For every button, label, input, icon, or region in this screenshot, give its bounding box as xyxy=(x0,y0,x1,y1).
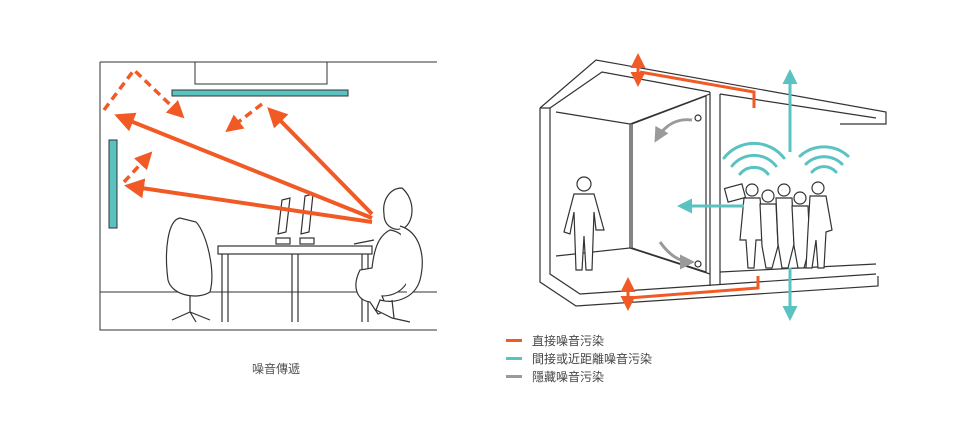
building-section xyxy=(539,59,887,307)
direct-noise-arrows-office xyxy=(114,107,374,224)
legend-label: 間接或近距離噪音污染 xyxy=(532,351,653,366)
empty-chair xyxy=(165,217,213,323)
legend-label: 直接噪音污染 xyxy=(532,333,605,348)
ceiling-soffit xyxy=(194,62,328,85)
door xyxy=(631,95,707,273)
diagram-caption: 噪音傳遞 xyxy=(251,362,300,376)
room-outline xyxy=(99,62,437,331)
legend-item-direct: 直接噪音污染 xyxy=(506,331,652,349)
wall-acoustic-panel xyxy=(108,139,118,229)
legend-swatch-direct xyxy=(506,338,522,342)
group-of-people xyxy=(723,181,833,269)
legend-swatch-indirect xyxy=(506,356,522,360)
indirect-noise-arrows xyxy=(677,69,798,321)
office-section xyxy=(99,61,437,331)
standing-person xyxy=(563,176,605,271)
computer-monitors xyxy=(275,193,315,245)
seated-person xyxy=(353,187,423,323)
hidden-noise-arrows xyxy=(654,118,695,270)
legend: 直接噪音污染 間接或近距離噪音污染 隱藏噪音污染 xyxy=(506,331,652,385)
ceiling-acoustic-panel xyxy=(171,89,349,97)
legend-label: 隱藏噪音污染 xyxy=(532,369,605,384)
direct-noise-arrows-building xyxy=(620,53,760,311)
desk xyxy=(217,245,373,322)
legend-swatch-hidden xyxy=(506,374,522,378)
reflected-noise-arrows-office xyxy=(102,67,264,184)
legend-item-hidden: 隱藏噪音污染 xyxy=(506,367,652,385)
legend-item-indirect: 間接或近距離噪音污染 xyxy=(506,349,652,367)
sound-wave-icon xyxy=(722,141,850,176)
